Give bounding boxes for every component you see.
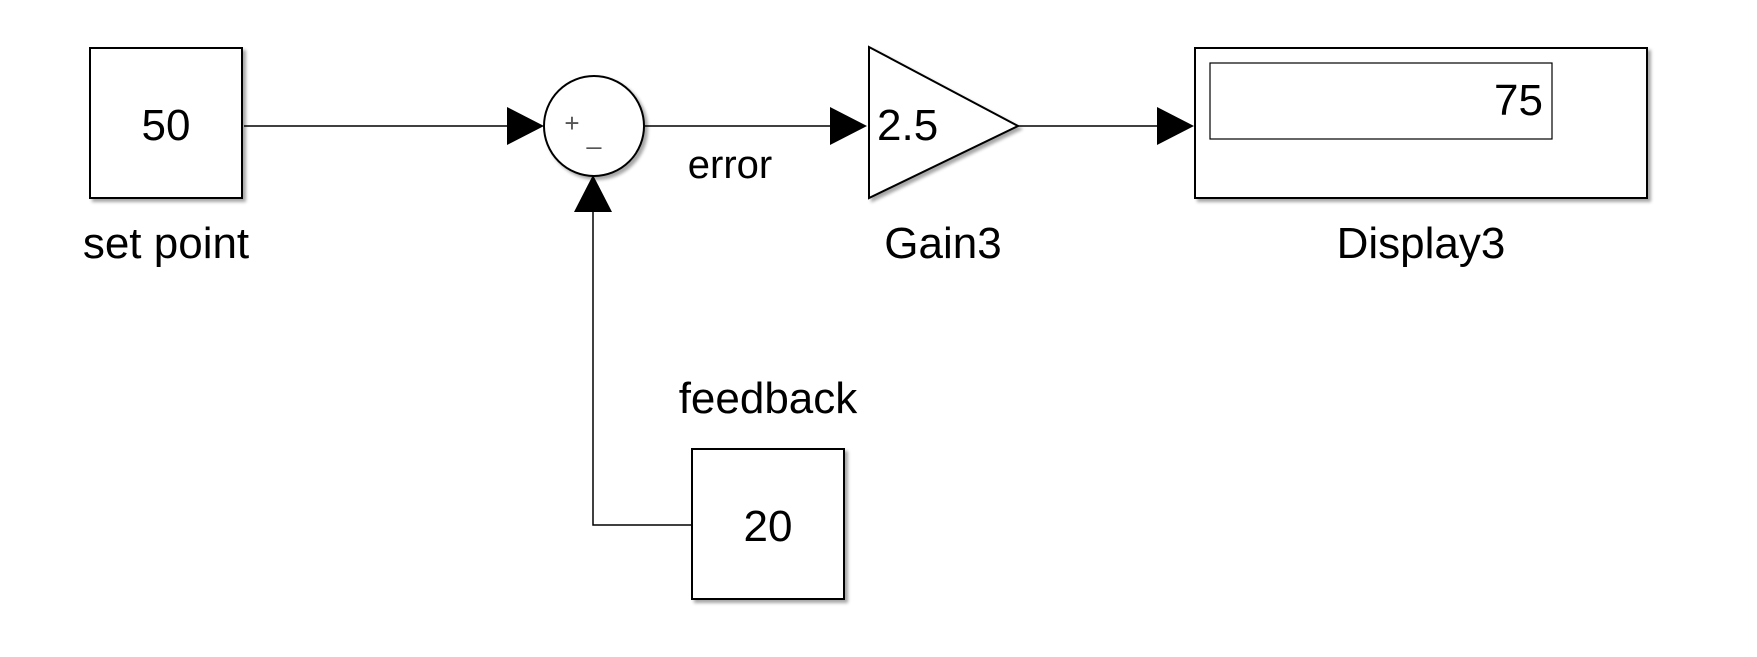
gain-label: Gain3 (884, 219, 1001, 268)
feedback-value: 20 (744, 502, 793, 551)
display-readout-box (1209, 62, 1553, 140)
signal-set-point-to-sum[interactable] (244, 107, 544, 145)
feedback-label: feedback (679, 374, 859, 423)
set-point-block[interactable]: 50 (89, 47, 243, 199)
display-value: 75 (1494, 76, 1543, 125)
sum-minus-sign: _ (586, 120, 602, 150)
gain-value: 2.5 (877, 101, 938, 150)
signal-feedback-to-sum[interactable] (574, 175, 692, 526)
set-point-value: 50 (142, 101, 191, 150)
set-point-label: set point (83, 219, 249, 268)
gain-block[interactable]: 2.5 (868, 45, 1021, 200)
display-block[interactable]: 75 (1194, 47, 1648, 199)
signal-gain-to-display[interactable] (1018, 107, 1194, 145)
sum-plus-sign: + (564, 108, 579, 138)
feedback-block[interactable]: 20 (691, 448, 845, 600)
signal-error[interactable] (644, 107, 867, 145)
error-signal-label: error (688, 143, 772, 187)
sum-block[interactable]: + _ (543, 75, 645, 177)
display-label: Display3 (1337, 219, 1506, 268)
